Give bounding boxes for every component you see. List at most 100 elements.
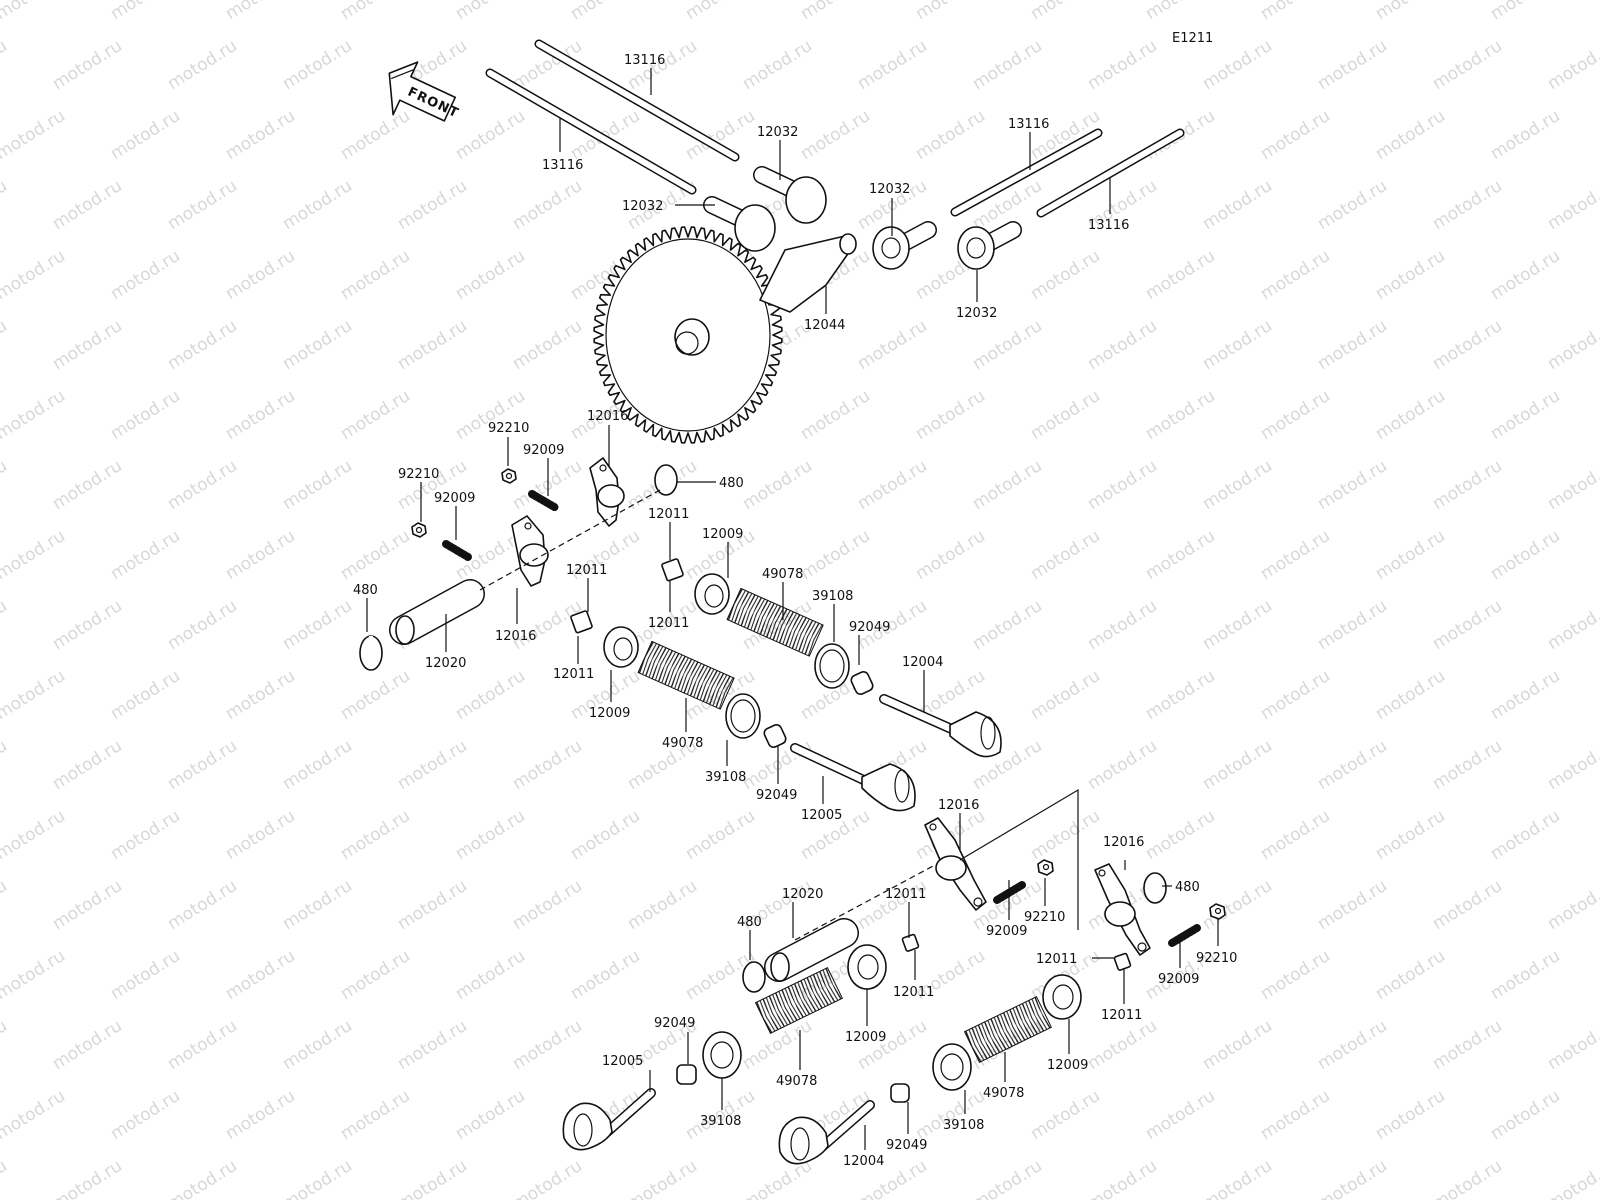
part-number-label: 92049 xyxy=(654,1016,695,1031)
part-number-label: 39108 xyxy=(700,1114,741,1129)
screw-92009-b xyxy=(442,540,472,561)
push-rod-13116-a xyxy=(534,39,740,162)
part-number-label: 92009 xyxy=(986,924,1027,939)
rocker-shaft-12020-b xyxy=(764,918,859,982)
part-number-label: 12020 xyxy=(782,887,823,902)
part-number-label: 12009 xyxy=(589,706,630,721)
push-rod-13116-d xyxy=(1036,128,1185,218)
part-number-label: 12011 xyxy=(1036,952,1077,967)
screw-92009-d xyxy=(1168,924,1201,947)
part-number-label: 13116 xyxy=(1088,218,1129,233)
screw-92009-a xyxy=(528,490,560,512)
collet-92049-b xyxy=(763,723,787,749)
part-number-label: 92210 xyxy=(398,467,439,482)
part-number-label: 480 xyxy=(1175,880,1200,895)
rocker-arm-12016-b xyxy=(511,515,549,587)
part-number-label: 480 xyxy=(737,915,762,930)
push-rod-13116-b xyxy=(485,68,697,195)
valve-12004-a xyxy=(879,694,1002,758)
nut-92210-c xyxy=(1037,859,1054,876)
retainer-39108-d xyxy=(932,1043,972,1091)
part-number-label: 12016 xyxy=(495,629,536,644)
retainer-39108-b xyxy=(725,693,761,739)
part-number-label: 12032 xyxy=(622,199,663,214)
cap-12011-d xyxy=(1113,952,1132,971)
part-number-label: 12009 xyxy=(702,527,743,542)
front-arrow-icon: FRONT xyxy=(388,61,461,122)
rocker-shaft-12020-a xyxy=(389,579,485,645)
part-number-label: 92210 xyxy=(488,421,529,436)
part-number-label: 12011 xyxy=(1101,1008,1142,1023)
part-number-label: 92049 xyxy=(886,1138,927,1153)
tappet-12032-b xyxy=(703,196,776,252)
tappet-12032-d xyxy=(957,221,1022,270)
seat-12009-d xyxy=(1042,974,1082,1020)
part-number-label: 480 xyxy=(353,583,378,598)
circlip-480-a xyxy=(359,635,383,671)
part-number-label: 12044 xyxy=(804,318,845,333)
valve-12005-a xyxy=(790,743,916,812)
part-number-label: 92049 xyxy=(849,620,890,635)
rocker-arm-12016-c xyxy=(924,817,987,911)
diagram-code: E1211 xyxy=(1172,31,1213,46)
part-number-label: 12011 xyxy=(553,667,594,682)
part-number-label: 13116 xyxy=(1008,117,1049,132)
rocker-arm-12016-d xyxy=(1094,863,1151,956)
tappet-12032-c xyxy=(872,221,937,270)
seat-12009-b xyxy=(603,626,639,668)
part-number-label: 49078 xyxy=(762,567,803,582)
collet-92049-c xyxy=(676,1064,697,1085)
part-number-label: 12011 xyxy=(885,887,926,902)
retainer-39108-c xyxy=(702,1031,742,1079)
part-number-label: 12004 xyxy=(843,1154,884,1169)
part-number-label: 12004 xyxy=(902,655,943,670)
part-number-label: 480 xyxy=(719,476,744,491)
leader-lines xyxy=(366,68,1219,1150)
nut-92210-b xyxy=(411,522,427,538)
part-number-label: 92210 xyxy=(1024,910,1065,925)
spring-49078-d xyxy=(963,995,1053,1063)
spring-49078-c xyxy=(754,966,844,1034)
seat-12009-a xyxy=(694,573,730,615)
seat-12009-c xyxy=(847,944,887,990)
collet-92049-d xyxy=(890,1083,910,1103)
part-number-label: 12005 xyxy=(602,1054,643,1069)
cap-12011-b xyxy=(570,610,593,634)
part-number-label: 39108 xyxy=(943,1118,984,1133)
part-number-label: 92009 xyxy=(1158,972,1199,987)
part-number-label: 12011 xyxy=(893,985,934,1000)
part-number-label: 12016 xyxy=(587,409,628,424)
part-number-label: 12011 xyxy=(566,563,607,578)
part-number-label: 12009 xyxy=(845,1030,886,1045)
part-number-label: 13116 xyxy=(624,53,665,68)
part-number-label: 39108 xyxy=(705,770,746,785)
part-number-label: 92210 xyxy=(1196,951,1237,966)
part-number-label: 12011 xyxy=(648,507,689,522)
part-number-label: 92009 xyxy=(434,491,475,506)
part-number-label: 12032 xyxy=(757,125,798,140)
part-callouts: 13116 13116 13116 13116 12032 12032 1203… xyxy=(353,53,1237,1169)
part-number-label: 12020 xyxy=(425,656,466,671)
collet-92049-a xyxy=(850,670,874,696)
spring-49078-b xyxy=(637,640,735,710)
part-number-label: 12032 xyxy=(956,306,997,321)
part-number-label: 13116 xyxy=(542,158,583,173)
part-number-label: 92009 xyxy=(523,443,564,458)
part-number-label: 49078 xyxy=(662,736,703,751)
retainer-39108-a xyxy=(814,643,850,689)
part-number-label: 49078 xyxy=(776,1074,817,1089)
circlip-480-d xyxy=(1143,872,1167,904)
circlip-480-c xyxy=(742,961,766,993)
rocker-arm-12016-a xyxy=(589,457,625,527)
tappet-12032-a xyxy=(753,166,827,224)
part-number-label: 12016 xyxy=(938,798,979,813)
part-number-label: 39108 xyxy=(812,589,853,604)
part-number-label: 92049 xyxy=(756,788,797,803)
push-rod-13116-c xyxy=(950,128,1103,217)
cap-12011-c xyxy=(901,933,920,952)
valve-12004-b xyxy=(778,1100,875,1165)
part-number-label: 12032 xyxy=(869,182,910,197)
part-number-label: 12011 xyxy=(648,616,689,631)
